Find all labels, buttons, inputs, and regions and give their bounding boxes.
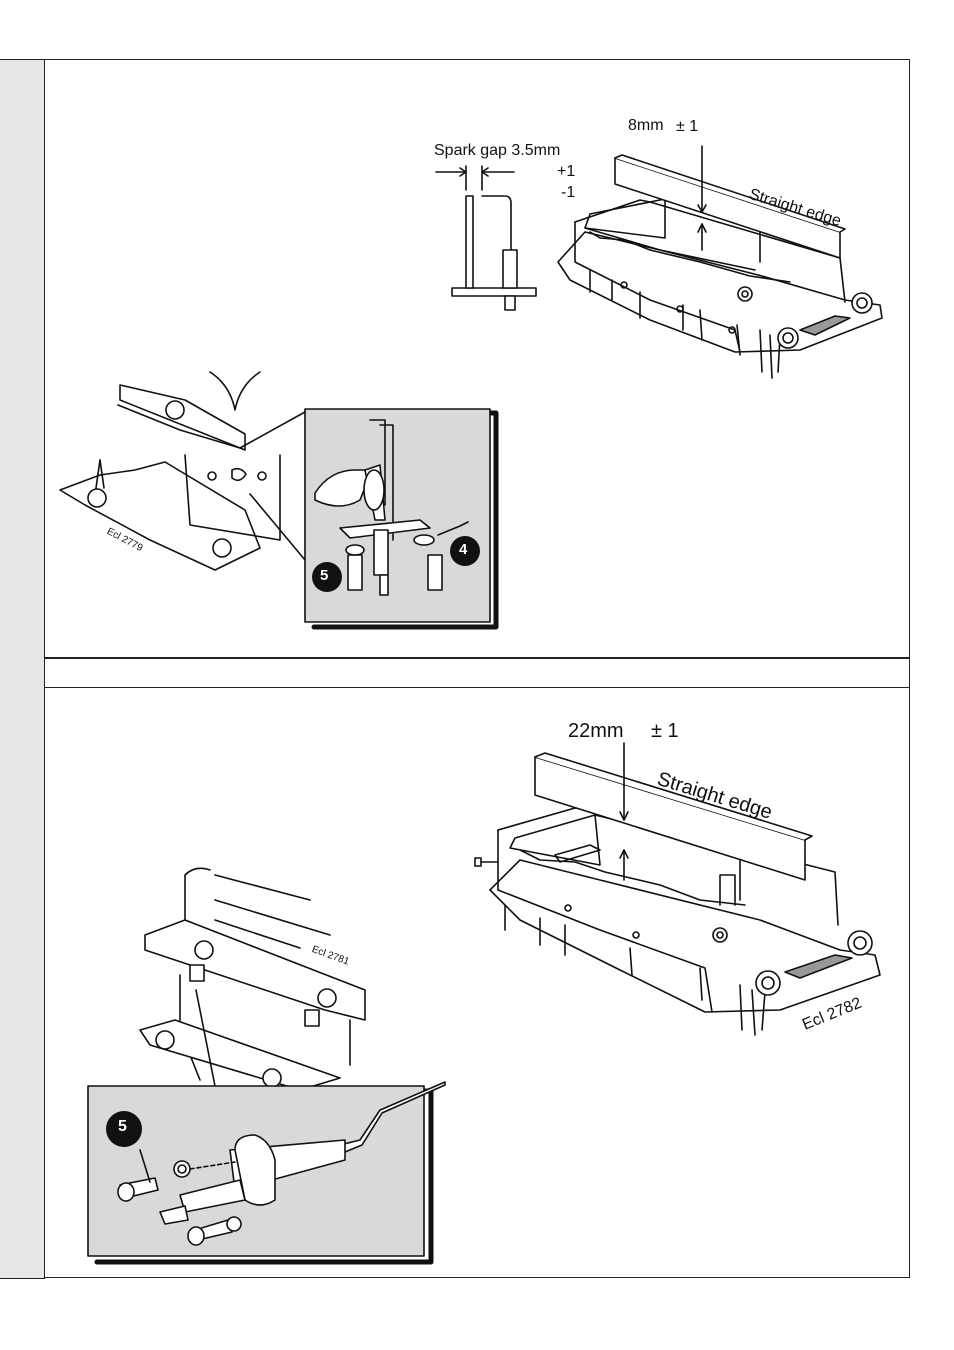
depth-label-top: 8mm (628, 117, 664, 135)
depth-tolerance-bottom: ± 1 (651, 720, 679, 743)
tolerance-minus-label: -1 (561, 184, 575, 202)
side-margin-strip (0, 59, 45, 1279)
depth-label-bottom: 22mm (568, 720, 624, 743)
callout-5-label-bottom: 5 (118, 1118, 127, 1136)
spark-gap-label: Spark gap 3.5mm (434, 142, 560, 160)
section-divider-band (44, 657, 910, 690)
tolerance-plus-label: +1 (557, 163, 575, 181)
depth-tolerance-top: ± 1 (676, 118, 698, 136)
callout-5-label-top: 5 (320, 567, 328, 584)
bottom-illustration-panel (44, 687, 910, 1278)
callout-4-label-top: 4 (459, 541, 467, 558)
